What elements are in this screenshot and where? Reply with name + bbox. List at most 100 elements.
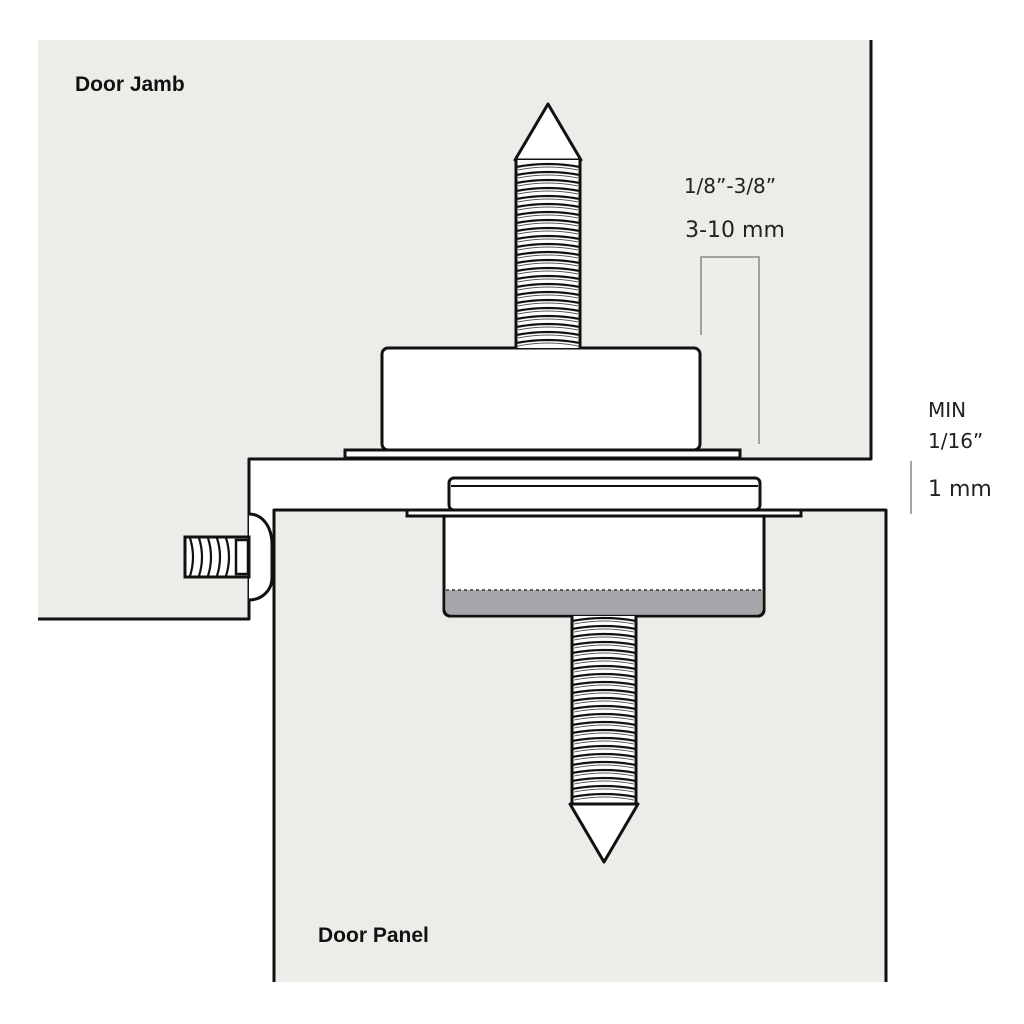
gap-label-min: MIN xyxy=(928,398,966,422)
side-adjuster-bracket xyxy=(248,512,274,602)
thread-line xyxy=(515,234,581,241)
thread-line xyxy=(573,684,635,689)
thread-line xyxy=(515,250,581,257)
thread-line xyxy=(573,780,635,785)
thread-line xyxy=(571,712,637,719)
panel-magnet-fill xyxy=(446,590,762,614)
thread-line xyxy=(517,166,579,171)
thread-line xyxy=(215,537,222,577)
thread-line xyxy=(515,194,581,201)
thread-line xyxy=(517,182,579,187)
thread-line xyxy=(571,688,637,695)
thread-line xyxy=(515,170,581,177)
thread-line xyxy=(515,162,581,169)
thread-line xyxy=(517,222,579,227)
thread-line xyxy=(515,322,581,329)
door-jamb xyxy=(38,40,873,621)
thread-line xyxy=(571,720,637,727)
depth-bracket xyxy=(700,256,760,444)
thread-line xyxy=(515,266,581,273)
thread-line xyxy=(515,290,581,297)
thread-line xyxy=(573,756,635,761)
thread-line xyxy=(515,330,581,337)
thread-line xyxy=(573,788,635,793)
thread-line xyxy=(515,226,581,233)
panel-magnet-housing xyxy=(405,476,803,618)
thread-line xyxy=(573,724,635,729)
thread-line xyxy=(573,652,635,657)
panel-screw-tip xyxy=(568,802,640,864)
thread-line xyxy=(571,696,637,703)
thread-line xyxy=(517,238,579,243)
panel-magnet-cap xyxy=(447,476,762,512)
depth-label-inch: 1/8”-3/8” xyxy=(684,174,776,198)
thread-line xyxy=(517,214,579,219)
thread-line xyxy=(517,246,579,251)
thread-line xyxy=(515,178,581,185)
thread-line xyxy=(517,342,579,347)
thread-line xyxy=(224,537,231,577)
thread-line xyxy=(571,664,637,671)
thread-line xyxy=(571,784,637,791)
thread-line xyxy=(517,230,579,235)
depth-dimension: 1/8”-3/8” 3-10 mm xyxy=(684,174,785,444)
jamb-magnet-housing xyxy=(343,346,742,460)
thread-line xyxy=(517,190,579,195)
thread-line xyxy=(515,218,581,225)
thread-line xyxy=(571,680,637,687)
thread-line xyxy=(573,668,635,673)
depth-label-mm: 3-10 mm xyxy=(685,218,785,243)
thread-line xyxy=(517,294,579,299)
thread-line xyxy=(206,537,213,577)
side-adjuster-threads xyxy=(188,537,231,577)
thread-line xyxy=(571,744,637,751)
thread-line xyxy=(517,302,579,307)
thread-line xyxy=(188,537,195,577)
thread-line xyxy=(571,728,637,735)
thread-line xyxy=(571,632,637,639)
thread-line xyxy=(573,620,635,625)
thread-line xyxy=(573,644,635,649)
door-jamb-edge xyxy=(38,40,873,621)
thread-line xyxy=(515,338,581,345)
thread-line xyxy=(571,752,637,759)
thread-line xyxy=(517,334,579,339)
side-adjuster xyxy=(183,512,274,602)
thread-line xyxy=(573,772,635,777)
thread-line xyxy=(517,278,579,283)
thread-line xyxy=(517,206,579,211)
thread-line xyxy=(515,202,581,209)
panel-screw-threads xyxy=(571,616,637,801)
thread-line xyxy=(571,656,637,663)
thread-line xyxy=(515,306,581,313)
gap-dimension: MIN 1/16” 1 mm xyxy=(910,398,992,514)
thread-line xyxy=(573,636,635,641)
thread-line xyxy=(517,310,579,315)
thread-line xyxy=(571,704,637,711)
thread-line xyxy=(515,274,581,281)
thread-line xyxy=(517,254,579,259)
thread-line xyxy=(515,186,581,193)
thread-line xyxy=(515,314,581,321)
door-jamb-body xyxy=(38,40,871,619)
thread-line xyxy=(571,624,637,631)
thread-line xyxy=(515,298,581,305)
thread-line xyxy=(571,640,637,647)
thread-line xyxy=(517,270,579,275)
thread-line xyxy=(573,740,635,745)
jamb-screw-threads xyxy=(515,162,581,347)
thread-line xyxy=(571,616,637,623)
thread-line xyxy=(517,262,579,267)
thread-line xyxy=(571,648,637,655)
thread-line xyxy=(573,764,635,769)
thread-line xyxy=(573,628,635,633)
thread-line xyxy=(573,732,635,737)
thread-line xyxy=(573,796,635,801)
panel-screw xyxy=(568,616,640,864)
gap-label-mm: 1 mm xyxy=(928,477,992,502)
thread-line xyxy=(571,792,637,799)
thread-line xyxy=(197,537,204,577)
thread-line xyxy=(571,760,637,767)
thread-line xyxy=(515,242,581,249)
